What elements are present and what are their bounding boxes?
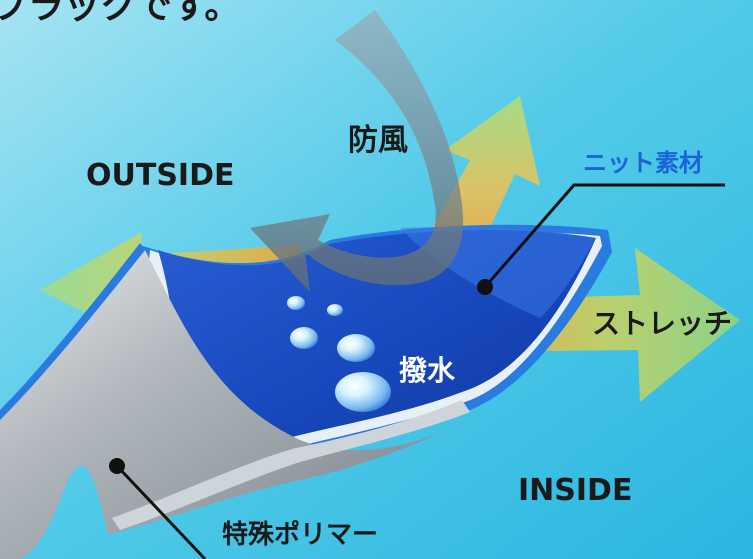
top-caption: ブラックです。 [0,0,240,27]
polymer-label: 特殊ポリマー [222,519,378,550]
polymer-outline [0,243,145,420]
windproof-label: 防風 [348,123,408,158]
polymer-bottom-edge [112,400,470,530]
inside-label: INSIDE [518,473,632,508]
stretch-arrow-right [470,248,740,402]
knit-pointer-line [483,183,725,288]
stretch-label: ストレッチ [592,307,732,340]
outside-label: OUTSIDE [86,158,235,193]
water-repellent-label: 撥水 [399,354,456,387]
polymer-pointer-line [115,464,207,559]
water-droplet-1 [287,296,305,310]
knit-material-label: ニット素材 [583,149,703,177]
polymer-layer [0,250,465,559]
knit-pointer-dot [477,279,493,295]
water-droplet-5 [335,372,391,412]
polymer-pointer-dot [109,458,125,474]
water-droplet-4 [337,334,375,362]
water-droplet-3 [290,327,318,349]
wind-arrow [250,10,464,292]
water-droplet-2 [327,304,343,316]
